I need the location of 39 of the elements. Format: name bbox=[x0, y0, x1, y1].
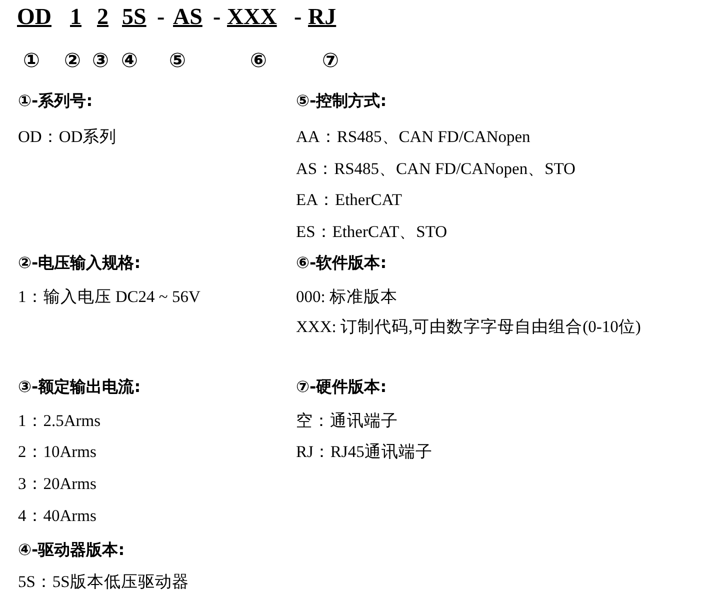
code-part: OD bbox=[17, 4, 52, 30]
option-text: RJ：RJ45通讯端子 bbox=[296, 442, 432, 462]
option-text: 000: 标准版本 bbox=[296, 287, 398, 307]
code-part: 1 bbox=[70, 4, 82, 30]
code-part: 5S bbox=[122, 4, 146, 30]
option-text: AS：RS485、CAN FD/CANopen、STO bbox=[296, 159, 576, 179]
option-text: ES：EtherCAT、STO bbox=[296, 222, 448, 242]
option-text: EA：EtherCAT bbox=[296, 190, 402, 210]
code-part: RJ bbox=[308, 4, 336, 30]
option-text: 5S：5S版本低压驱动器 bbox=[18, 572, 189, 592]
section-heading: ②-电压输入规格: bbox=[18, 253, 141, 273]
option-text: 4：40Arms bbox=[18, 506, 96, 526]
option-text: XXX: 订制代码,可由数字字母自由组合(0-10位) bbox=[296, 317, 641, 337]
section-heading: ④-驱动器版本: bbox=[18, 540, 125, 560]
option-text: 2：10Arms bbox=[18, 442, 96, 462]
callout-number: ③ bbox=[92, 48, 109, 72]
option-text: AA：RS485、CAN FD/CANopen bbox=[296, 127, 530, 147]
option-text: 1：输入电压 DC24 ~ 56V bbox=[18, 287, 200, 307]
section-heading: ①-系列号: bbox=[18, 91, 93, 111]
callout-number: ⑥ bbox=[250, 48, 267, 72]
option-text: 1：2.5Arms bbox=[18, 411, 101, 431]
separator-dash: - bbox=[213, 4, 221, 30]
separator-dash: - bbox=[294, 4, 302, 30]
option-text: OD：OD系列 bbox=[18, 127, 117, 147]
code-part: 2 bbox=[97, 4, 108, 30]
section-heading: ⑦-硬件版本: bbox=[296, 377, 387, 397]
section-heading: ⑤-控制方式: bbox=[296, 91, 387, 111]
callout-number: ① bbox=[23, 48, 40, 72]
callout-number: ② bbox=[64, 48, 81, 72]
code-part: XXX bbox=[227, 4, 277, 30]
section-heading: ⑥-软件版本: bbox=[296, 253, 387, 273]
callout-number: ④ bbox=[121, 48, 138, 72]
callout-number: ⑤ bbox=[169, 48, 186, 72]
code-part: AS bbox=[173, 4, 202, 30]
option-text: 空：通讯端子 bbox=[296, 411, 398, 431]
option-text: 3：20Arms bbox=[18, 474, 96, 494]
section-heading: ③-额定输出电流: bbox=[18, 377, 141, 397]
callout-number: ⑦ bbox=[322, 48, 339, 72]
separator-dash: - bbox=[157, 4, 165, 30]
